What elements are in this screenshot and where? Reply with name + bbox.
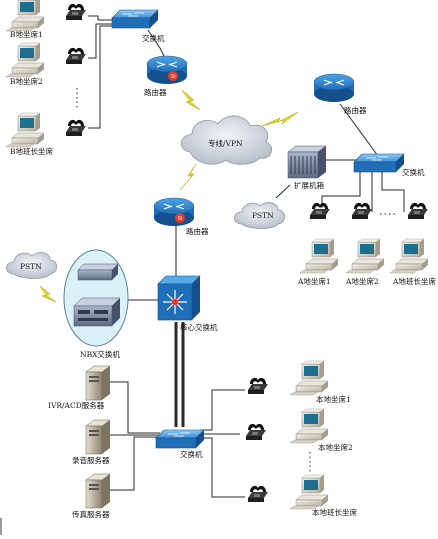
pstn-cloud-left xyxy=(6,252,58,279)
pc-a-seat1 xyxy=(299,238,339,274)
lightning-router-cloud xyxy=(181,89,201,111)
link-ivr-switch xyxy=(110,381,160,434)
switch-right xyxy=(353,153,405,173)
switch-bottom xyxy=(155,429,205,449)
pc-b-seat2 xyxy=(5,42,45,78)
lightning-cloud-router-right xyxy=(261,111,299,127)
label-fax-server: 传真服务器 xyxy=(72,510,110,519)
link-fax-switch xyxy=(110,436,160,491)
link-switch-local-leader xyxy=(200,437,245,498)
link-switch-router-top xyxy=(147,29,166,59)
phone-a-seat1 xyxy=(310,202,330,219)
nbx-unit-top xyxy=(77,263,119,281)
label-a-seat2: A地坐席2 xyxy=(346,277,379,286)
phone-b-seat1 xyxy=(66,3,86,20)
pc-b-leader xyxy=(5,112,45,148)
label-pstn-right: PSTN xyxy=(252,211,274,220)
workstations xyxy=(5,0,429,510)
link-switch-a-leader xyxy=(381,172,405,212)
router-right xyxy=(313,73,355,102)
label-router-top: 路由器 xyxy=(144,88,167,97)
fax-server xyxy=(85,473,111,509)
label-ivr-server: IVR/ACD服务器 xyxy=(48,401,105,410)
link-b-phone1-switch xyxy=(88,15,118,21)
phone-a-seat2 xyxy=(352,202,372,219)
label-switch-top: 交换机 xyxy=(142,34,165,43)
recording-server xyxy=(85,419,111,455)
nbx-unit-bottom xyxy=(73,297,121,327)
label-router-mid: 路由器 xyxy=(186,227,209,236)
expansion-chassis xyxy=(287,145,327,179)
pc-local-leader xyxy=(289,474,329,510)
label-core-switch: 核心交换机 xyxy=(180,323,218,332)
link-switch-local1 xyxy=(200,389,245,431)
core-switch xyxy=(157,275,201,321)
label-a-seat1: A地坐席1 xyxy=(298,277,331,286)
label-local-leader: 本地班长坐席 xyxy=(312,508,357,517)
ivr-server xyxy=(85,365,111,401)
lightning-pstn-nbx xyxy=(39,285,57,303)
phone-b-seat2 xyxy=(66,47,86,64)
phone-local-seat2 xyxy=(246,423,266,440)
svg-text:Si: Si xyxy=(178,216,183,222)
label-ext-chassis: 扩展机箱 xyxy=(294,181,324,190)
router-top: Si xyxy=(146,55,188,84)
label-nbx: NBX交换机 xyxy=(80,350,120,359)
label-switch-right: 交换机 xyxy=(402,168,425,177)
label-local-seat2: 本地坐席2 xyxy=(318,443,353,452)
connection-lines xyxy=(88,15,405,498)
label-pstn-left: PSTN xyxy=(20,262,42,271)
pc-b-seat1 xyxy=(5,0,45,32)
phone-b-leader xyxy=(66,119,86,136)
phone-local-seat1 xyxy=(248,377,268,394)
svg-text:Si: Si xyxy=(171,74,176,80)
pc-local-seat1 xyxy=(289,360,329,396)
link-switch-a1 xyxy=(321,170,361,208)
phone-a-leader xyxy=(408,202,428,219)
label-a-leader: A地班长坐席 xyxy=(393,277,436,286)
lightning-cloud-router-mid xyxy=(179,163,197,191)
router-mid: Si xyxy=(153,197,195,226)
label-router-right: 路由器 xyxy=(344,106,367,115)
pc-a-seat2 xyxy=(345,238,385,274)
pc-a-leader xyxy=(389,238,429,274)
link-b-phone2-switch xyxy=(88,23,116,59)
pstn-cloud-right xyxy=(234,202,286,229)
label-b-seat2: B地坐席2 xyxy=(10,77,43,86)
label-local-seat1: 本地坐席1 xyxy=(316,395,351,404)
link-router-right-switch xyxy=(339,103,379,157)
label-rec-server: 录音服务器 xyxy=(72,456,110,465)
vpn-cloud xyxy=(180,115,273,165)
label-vpn-cloud: 专线/VPN xyxy=(208,139,243,148)
link-b-leader-switch xyxy=(88,25,118,129)
label-b-seat1: B地坐席1 xyxy=(10,30,43,39)
pc-local-seat2 xyxy=(289,408,329,444)
switch-top xyxy=(111,9,159,29)
label-switch-bottom: 交换机 xyxy=(180,450,203,459)
label-b-leader: B地班长坐席 xyxy=(10,147,54,156)
phone-local-leader xyxy=(248,485,268,502)
link-chassis-pstn xyxy=(275,184,291,199)
wan-links xyxy=(39,89,299,303)
